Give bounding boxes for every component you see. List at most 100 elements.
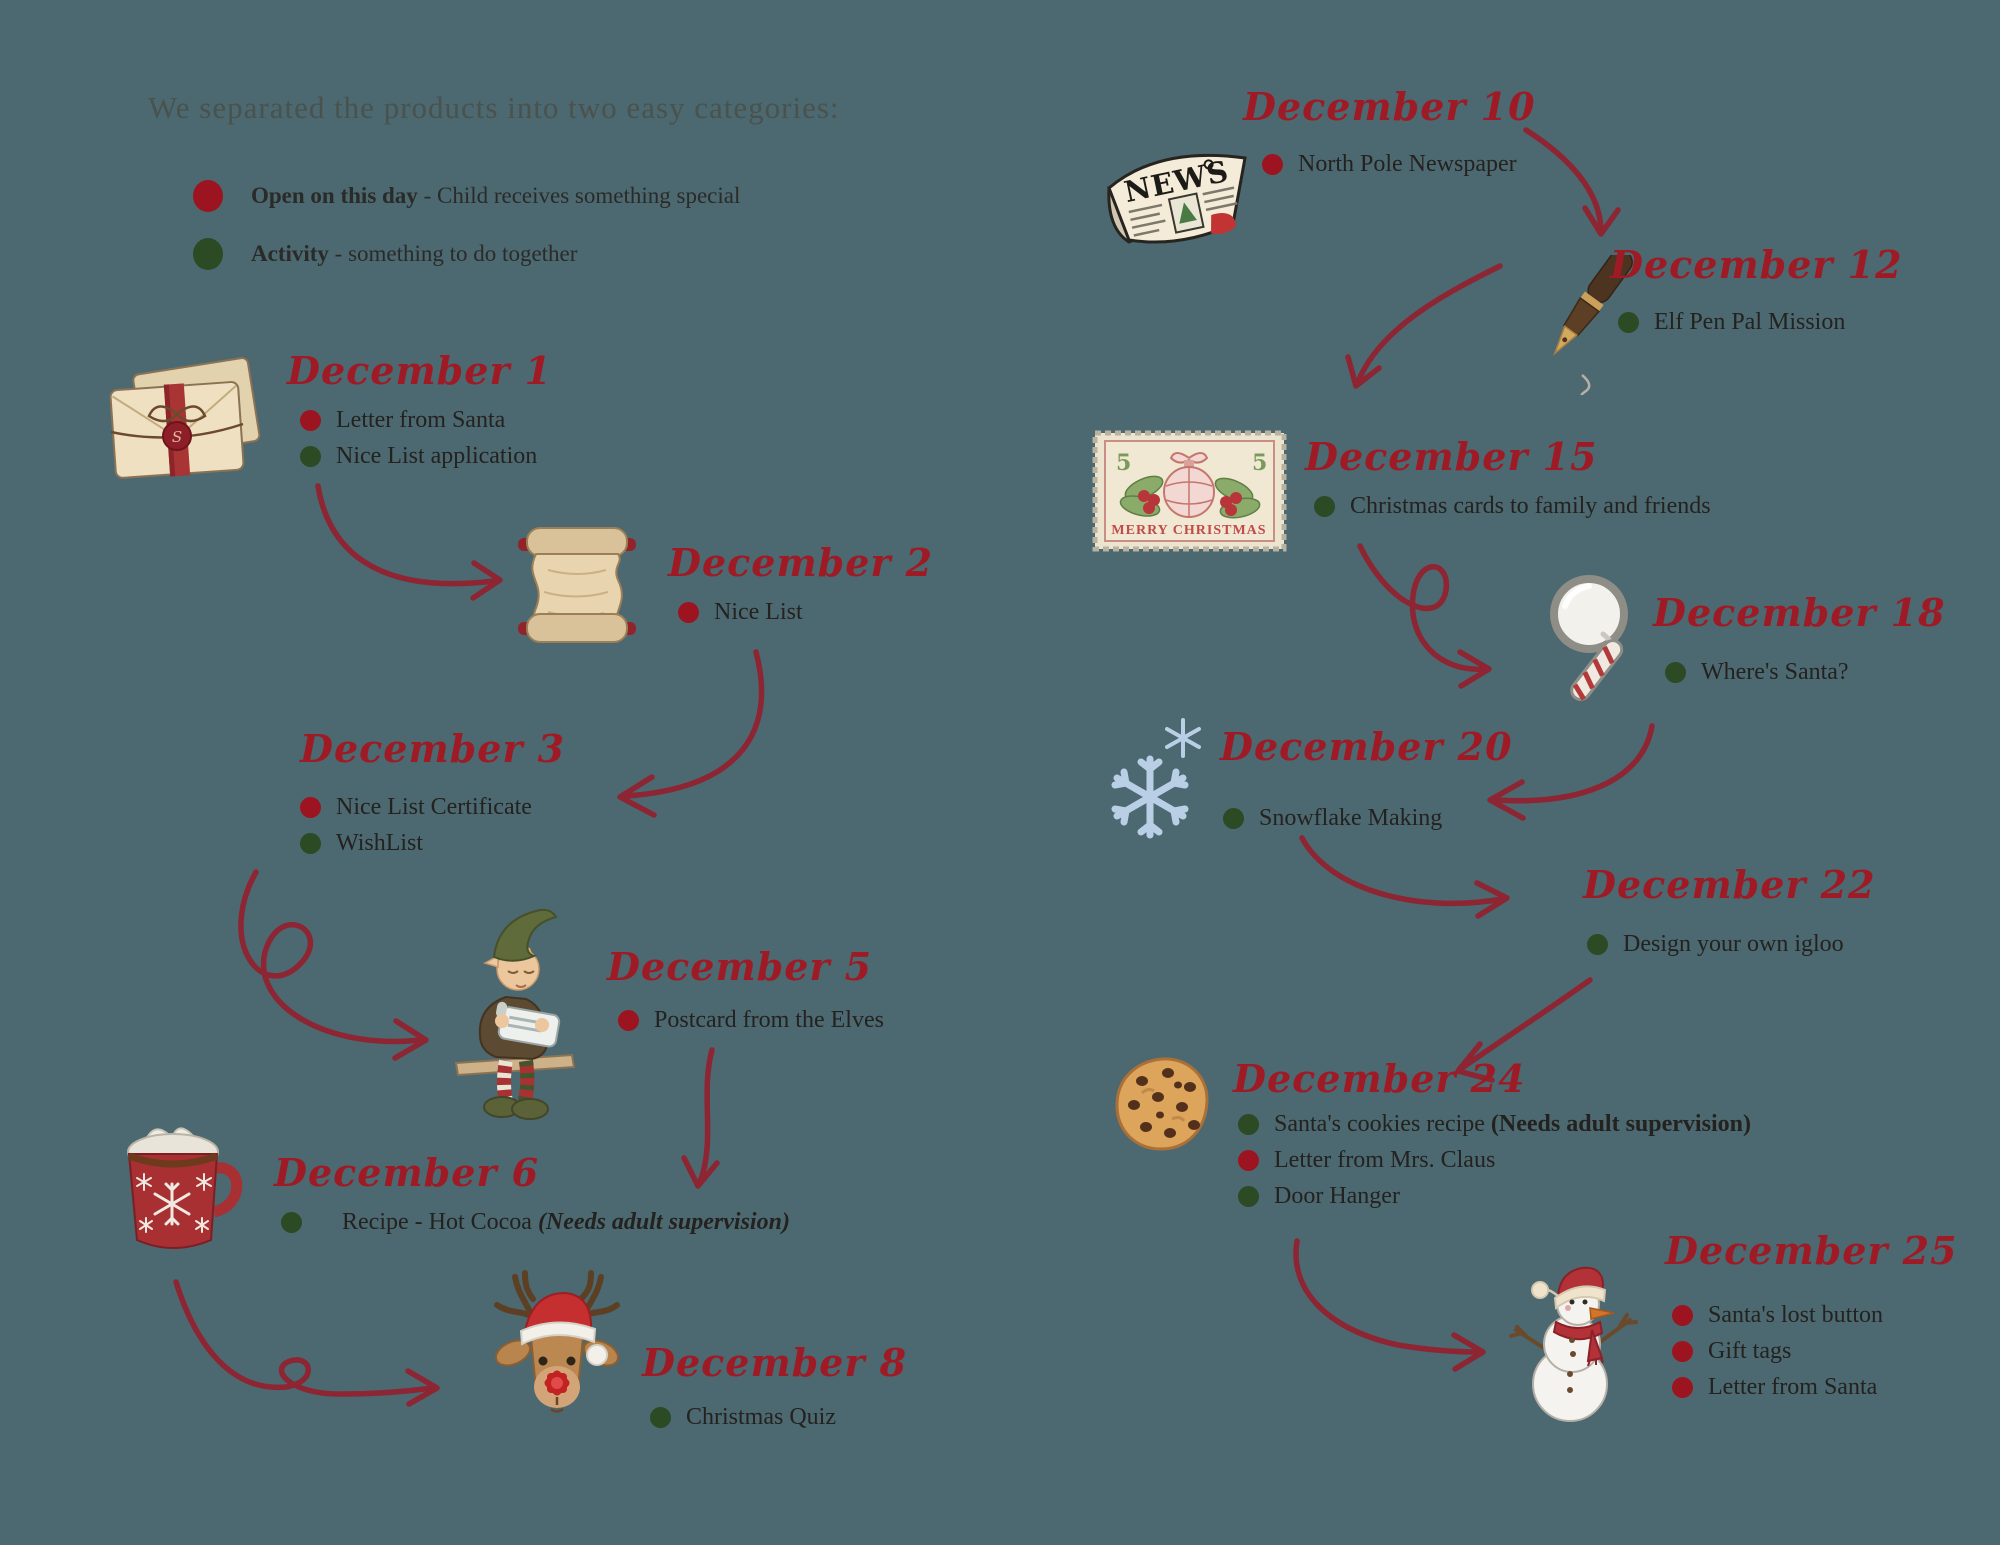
snowflake-icon [1111, 718, 1201, 839]
newspaper-icon: NEWS [1107, 154, 1247, 244]
day-item-label: Christmas Quiz [686, 1404, 836, 1430]
day-item-label: Nice List Certificate [336, 794, 532, 820]
item-dot [1262, 154, 1283, 175]
day-item: Elf Pen Pal Mission [1618, 309, 1903, 336]
item-dot [300, 410, 321, 431]
day-heading: December 18 [1653, 590, 1946, 635]
arrow-dec18-to-dec20 [1493, 723, 1655, 804]
legend-label-rest: - Child receives something special [417, 183, 741, 208]
day-group-dec-3: December 3 Nice List Certificate WishLis… [300, 726, 565, 866]
day-item: Snowflake Making [1223, 805, 1513, 832]
arrow-dec6-to-dec8-head [405, 1368, 440, 1407]
day-group-dec-15: December 15 Christmas cards to family an… [1305, 434, 1711, 529]
day-item-text: Santa's cookies recipe [1274, 1111, 1491, 1137]
green-dot-icon [193, 238, 223, 270]
day-group-dec-20: December 20 Snowflake Making [1220, 724, 1513, 841]
day-group-dec-6: December 6 Recipe - Hot Cocoa (Needs adu… [274, 1150, 790, 1245]
day-item: Recipe - Hot Cocoa (Needs adult supervis… [281, 1209, 790, 1236]
arrow-dec5-to-dec8 [697, 1047, 715, 1185]
day-item: Santa's cookies recipe (Needs adult supe… [1238, 1111, 1751, 1138]
arrow-dec5-to-dec8-head [681, 1155, 720, 1189]
legend-label-rest: - something to do together [328, 241, 578, 266]
item-dot [678, 602, 699, 623]
day-item: Where's Santa? [1665, 659, 1946, 686]
item-dot [1587, 934, 1608, 955]
arrow-dec1-to-dec2-head [470, 560, 503, 601]
day-item-label: Santa's lost button [1708, 1302, 1883, 1328]
arrow-dec2-to-dec3 [623, 649, 765, 799]
arrow-dec3-to-dec5 [238, 869, 423, 1045]
day-item: North Pole Newspaper [1262, 151, 1536, 178]
day-group-dec-10: December 10 North Pole Newspaper [1243, 84, 1536, 187]
legend-label: Open on this day - Child receives someth… [251, 183, 740, 209]
legend: Open on this day - Child receives someth… [193, 180, 740, 296]
day-group-dec-18: December 18 Where's Santa? [1653, 590, 1946, 695]
legend-label-bold: Activity [251, 241, 329, 266]
day-item-label: Nice List [714, 599, 803, 625]
day-item: Door Hanger [1238, 1183, 1751, 1210]
day-item-label: Recipe - Hot Cocoa (Needs adult supervis… [342, 1209, 790, 1236]
item-dot [650, 1407, 671, 1428]
item-dot [1223, 808, 1244, 829]
day-item-label: Design your own igloo [1623, 931, 1844, 957]
day-group-dec-5: December 5 Postcard from the Elves [607, 944, 884, 1043]
nice-list-scroll-icon [518, 527, 636, 643]
day-item-label: Where's Santa? [1701, 659, 1849, 685]
day-heading: December 6 [274, 1150, 540, 1195]
day-heading: December 22 [1583, 862, 1876, 907]
day-item-label: Santa's cookies recipe (Needs adult supe… [1274, 1111, 1751, 1138]
hot-cocoa-mug-icon [127, 1127, 243, 1249]
item-dot [300, 446, 321, 467]
day-heading: December 8 [642, 1340, 908, 1385]
page-title: We separated the products into two easy … [148, 90, 840, 125]
item-dot [1238, 1150, 1259, 1171]
day-item-label: WishList [336, 830, 424, 856]
day-item-label: Snowflake Making [1259, 805, 1443, 831]
legend-row-product: Open on this day - Child receives someth… [193, 180, 740, 212]
day-item: Nice List [678, 599, 933, 626]
day-item-label: Letter from Santa [1708, 1374, 1878, 1400]
day-item-label: Gift tags [1708, 1338, 1792, 1364]
legend-row-activity: Activity - something to do together [193, 238, 740, 270]
day-heading: December 1 [287, 348, 553, 393]
item-dot [1618, 312, 1639, 333]
day-item: Christmas cards to family and friends [1314, 493, 1711, 520]
arrow-dec24-to-dec25-head [1451, 1332, 1486, 1372]
day-item: Letter from Mrs. Claus [1238, 1147, 1751, 1174]
item-dot [1238, 1186, 1259, 1207]
day-item: Letter from Santa [300, 407, 552, 434]
reindeer-icon [494, 1270, 620, 1413]
item-dot [1665, 662, 1686, 683]
day-group-dec-24: December 24 Santa's cookies recipe (Need… [1233, 1056, 1751, 1219]
arrow-dec15-to-dec18-head [1457, 649, 1492, 689]
day-group-dec-12: December 12 Elf Pen Pal Mission [1610, 242, 1903, 345]
day-item-label: Letter from Mrs. Claus [1274, 1147, 1496, 1173]
day-group-dec-2: December 2 Nice List [668, 540, 933, 635]
arrow-dec18-to-dec20-head [1487, 779, 1526, 821]
arrow-dec10-to-dec12 [1523, 127, 1604, 233]
day-item-label: Postcard from the Elves [654, 1007, 884, 1033]
day-heading: December 5 [607, 944, 873, 989]
arrow-dec24-to-dec25 [1293, 1238, 1481, 1355]
stamp-value-right: 5 [1252, 450, 1267, 476]
day-heading: December 15 [1305, 434, 1598, 479]
wax-seal-monogram: S [172, 428, 182, 446]
day-heading: December 25 [1665, 1228, 1958, 1273]
arrow-dec3-to-dec5-head [392, 1018, 429, 1061]
elf-icon [454, 908, 576, 1120]
arrow-dec15-to-dec18 [1357, 543, 1487, 672]
snowman-icon [1509, 1266, 1638, 1422]
day-group-dec-8: December 8 Christmas Quiz [642, 1340, 907, 1440]
day-group-dec-1: December 1 Letter from Santa Nice List a… [287, 348, 552, 479]
arrow-dec1-to-dec2 [315, 483, 497, 587]
item-dot [1672, 1305, 1693, 1326]
day-heading: December 2 [668, 540, 934, 585]
day-heading: December 20 [1220, 724, 1513, 769]
arrow-dec20-to-dec22 [1299, 835, 1505, 907]
stamp-value-left: 5 [1116, 450, 1131, 476]
item-dot [300, 797, 321, 818]
day-item-label: Letter from Santa [336, 407, 506, 433]
item-dot [281, 1212, 302, 1233]
item-dot [618, 1010, 639, 1031]
